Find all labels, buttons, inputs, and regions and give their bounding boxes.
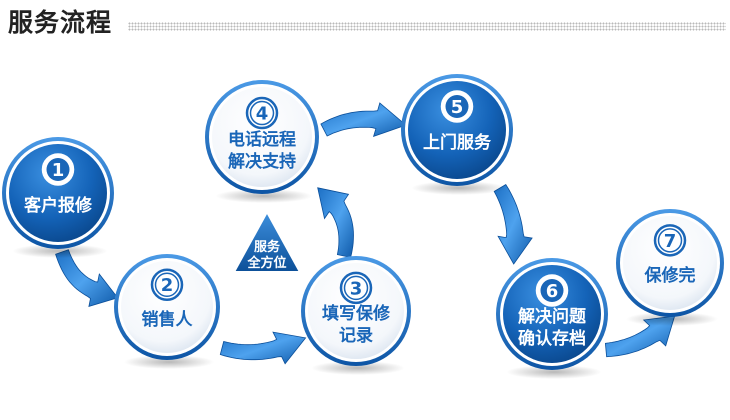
step-number: 4 <box>256 104 269 125</box>
step-shadow <box>506 365 602 379</box>
step-label-line-1: 客户报修 <box>23 195 93 216</box>
flow-step-5: 5 上门服务 <box>401 74 513 195</box>
section-header: 服务流程 <box>8 6 726 40</box>
step-label-line-1: 解决问题 <box>518 306 587 327</box>
step-label-line-2: 解决支持 <box>228 151 296 172</box>
flow-step-2: 2 销售人 <box>114 254 220 369</box>
flow-arrow-3-to-4 <box>317 187 354 258</box>
center-badge: 服务 全方位 <box>232 209 302 273</box>
step-number-disc <box>540 278 564 302</box>
step-shadow <box>626 312 718 326</box>
step-number-disc <box>657 228 683 253</box>
step-number-disc <box>154 272 180 297</box>
flow-arrow-2-to-3 <box>219 331 307 365</box>
step-disc <box>623 216 717 310</box>
step-number-disc <box>445 94 469 118</box>
center-badge-line-1: 服务 <box>254 239 281 255</box>
step-number: 6 <box>546 281 559 302</box>
step-disc <box>121 261 213 353</box>
flow-arrow-4-to-5 <box>320 102 407 138</box>
center-badge-triangle <box>232 209 302 273</box>
step-label-line-1: 电话远程 <box>228 129 296 150</box>
step-number-disc <box>343 275 369 301</box>
step-shadow <box>12 244 108 258</box>
step-number: 1 <box>52 160 65 181</box>
dotted-title-rule <box>128 22 726 31</box>
flow-step-7: 7 保修完 <box>616 209 724 326</box>
flow-arrow-1-to-2 <box>55 249 119 307</box>
flow-arrow-5-to-6 <box>493 184 533 265</box>
step-shadow <box>411 181 507 195</box>
step-label-line-1: 填写保修 <box>322 303 391 324</box>
step-disc <box>503 265 601 363</box>
step-shadow <box>215 189 313 203</box>
step-label-line-1: 上门服务 <box>423 132 492 153</box>
flow-arrows <box>55 102 676 365</box>
step-label-line-1: 保修完 <box>644 265 696 286</box>
step-number: 3 <box>350 278 363 299</box>
step-number: 5 <box>451 97 464 118</box>
step-number: 7 <box>664 231 677 252</box>
step-disc <box>212 87 312 187</box>
step-shadow <box>311 361 405 375</box>
step-shadow <box>123 355 215 369</box>
step-disc <box>408 81 506 179</box>
step-disc <box>308 263 404 359</box>
step-disc <box>9 144 107 242</box>
step-label-line-2: 确认存档 <box>518 328 586 349</box>
center-badge-line-2: 全方位 <box>246 255 286 271</box>
flow-step-1: 1 客户报修 <box>2 137 114 258</box>
step-number: 2 <box>161 275 174 296</box>
step-number-disc <box>249 100 275 126</box>
page-title: 服务流程 <box>8 8 113 37</box>
step-label-line-2: 记录 <box>339 326 373 346</box>
step-label-line-1: 销售人 <box>142 309 194 330</box>
step-number-disc <box>46 157 70 181</box>
